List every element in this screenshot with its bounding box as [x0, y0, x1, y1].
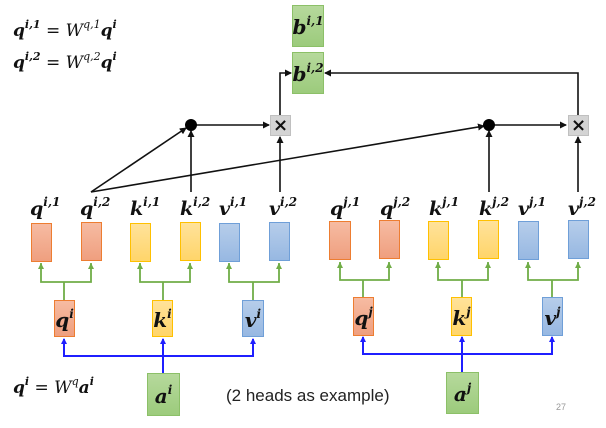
input-arrows-i: [61, 338, 256, 373]
output-label-bi2: bi,2: [292, 61, 324, 86]
label-vj: vj: [544, 304, 561, 330]
input-box-ai: ai: [147, 373, 180, 416]
label-vi2: vi,2: [269, 195, 298, 220]
vector-vj2: [568, 220, 589, 259]
arrow-multiply-j-to-bi2: [324, 69, 579, 115]
formula-rhs: q: [100, 21, 113, 41]
split-k-i: [137, 263, 193, 300]
input-box-aj: aj: [446, 372, 479, 414]
label-vi: vi: [244, 306, 262, 332]
vector-kj1: [428, 221, 449, 260]
formula-w-sup: q,1: [83, 18, 101, 31]
label-qj2: qj,2: [380, 195, 411, 220]
vector-qi2: [81, 222, 102, 261]
vector-vi1: [219, 223, 240, 262]
arrow-qi2-to-dot-j: [90, 123, 485, 193]
multiply-node-i: ×: [270, 115, 291, 136]
formula-qi: qi = Wqai: [13, 376, 94, 397]
formula-lhs-sup: i,2: [24, 50, 41, 63]
vector-kj: kj: [451, 297, 472, 336]
formula-rhs: q: [100, 53, 113, 73]
label-ai: ai: [154, 382, 173, 408]
split-v-i: [226, 263, 282, 300]
formula-lhs-sup: i: [24, 375, 30, 388]
vector-kj2: [478, 220, 499, 259]
formula-eq: =: [45, 53, 61, 73]
vector-qj: qj: [353, 297, 374, 336]
vector-qi: qi: [54, 300, 75, 337]
vector-ki2: [180, 222, 201, 261]
label-kj2: kj,2: [479, 195, 510, 220]
vector-ki1: [130, 223, 151, 262]
label-ki2: ki,2: [180, 195, 211, 220]
formula-w-sup: q,2: [83, 50, 101, 63]
formula-w: W: [65, 21, 84, 41]
formula-lhs: q: [13, 21, 25, 41]
label-aj: aj: [453, 381, 472, 406]
split-q-j: [337, 262, 392, 297]
formula-eq: =: [34, 378, 49, 398]
label-qi: qi: [55, 306, 74, 332]
formula-rhs-sup: i: [112, 18, 117, 31]
arrow-multiply-i-to-bi2: [279, 69, 292, 115]
formula-rhs: a: [78, 378, 90, 398]
dot-product-node-i: [185, 119, 197, 131]
formula-w: W: [65, 53, 84, 73]
vector-vj: vj: [542, 297, 563, 336]
multiply-icon: ×: [272, 114, 289, 136]
label-kj1: kj,1: [429, 195, 460, 220]
formula-w: W: [54, 378, 72, 398]
dot-product-node-j: [483, 119, 495, 131]
vector-vj1: [518, 221, 539, 260]
vector-vi: vi: [242, 300, 264, 337]
label-vi1: vi,1: [219, 195, 248, 220]
label-ki1: ki,1: [130, 195, 161, 220]
split-k-j: [435, 262, 491, 297]
vector-qj2: [379, 220, 400, 259]
output-label-bi1: bi,1: [292, 14, 324, 39]
label-vj1: vj,1: [518, 195, 546, 220]
heads-note: (2 heads as example): [226, 386, 390, 405]
split-q-i: [38, 263, 94, 300]
label-qi1: qi,1: [30, 195, 61, 220]
multiply-icon: ×: [570, 114, 587, 136]
formula-eq: =: [45, 21, 61, 41]
output-box-bi2: bi,2: [292, 52, 324, 94]
label-kj: kj: [452, 304, 471, 330]
vector-ki: ki: [152, 300, 173, 337]
vector-qi1: [31, 223, 52, 262]
label-qi2: qi,2: [80, 195, 111, 220]
arrow-qi2-to-dot-i: [90, 127, 187, 193]
label-vj2: vj,2: [568, 195, 596, 220]
formula-lhs: q: [13, 378, 25, 398]
formula-rhs-sup: i: [89, 375, 94, 388]
label-ki: ki: [153, 306, 172, 332]
formula-lhs: q: [13, 53, 25, 73]
formula-w-sup: q: [71, 375, 79, 388]
formula-qi1: qi,1 = Wq,1qi: [13, 19, 117, 40]
input-arrows-j: [360, 336, 555, 372]
label-qj1: qj,1: [330, 195, 361, 220]
formula-rhs-sup: i: [112, 50, 117, 63]
vector-qj1: [329, 221, 351, 260]
label-qj: qj: [354, 304, 373, 330]
page-number: 27: [556, 402, 567, 412]
formula-lhs-sup: i,1: [24, 18, 41, 31]
multiply-node-j: ×: [568, 115, 589, 136]
vector-vi2: [269, 222, 290, 261]
formula-qi2: qi,2 = Wq,2qi: [13, 51, 117, 72]
output-box-bi1: bi,1: [292, 5, 324, 47]
split-v-j: [525, 262, 581, 297]
